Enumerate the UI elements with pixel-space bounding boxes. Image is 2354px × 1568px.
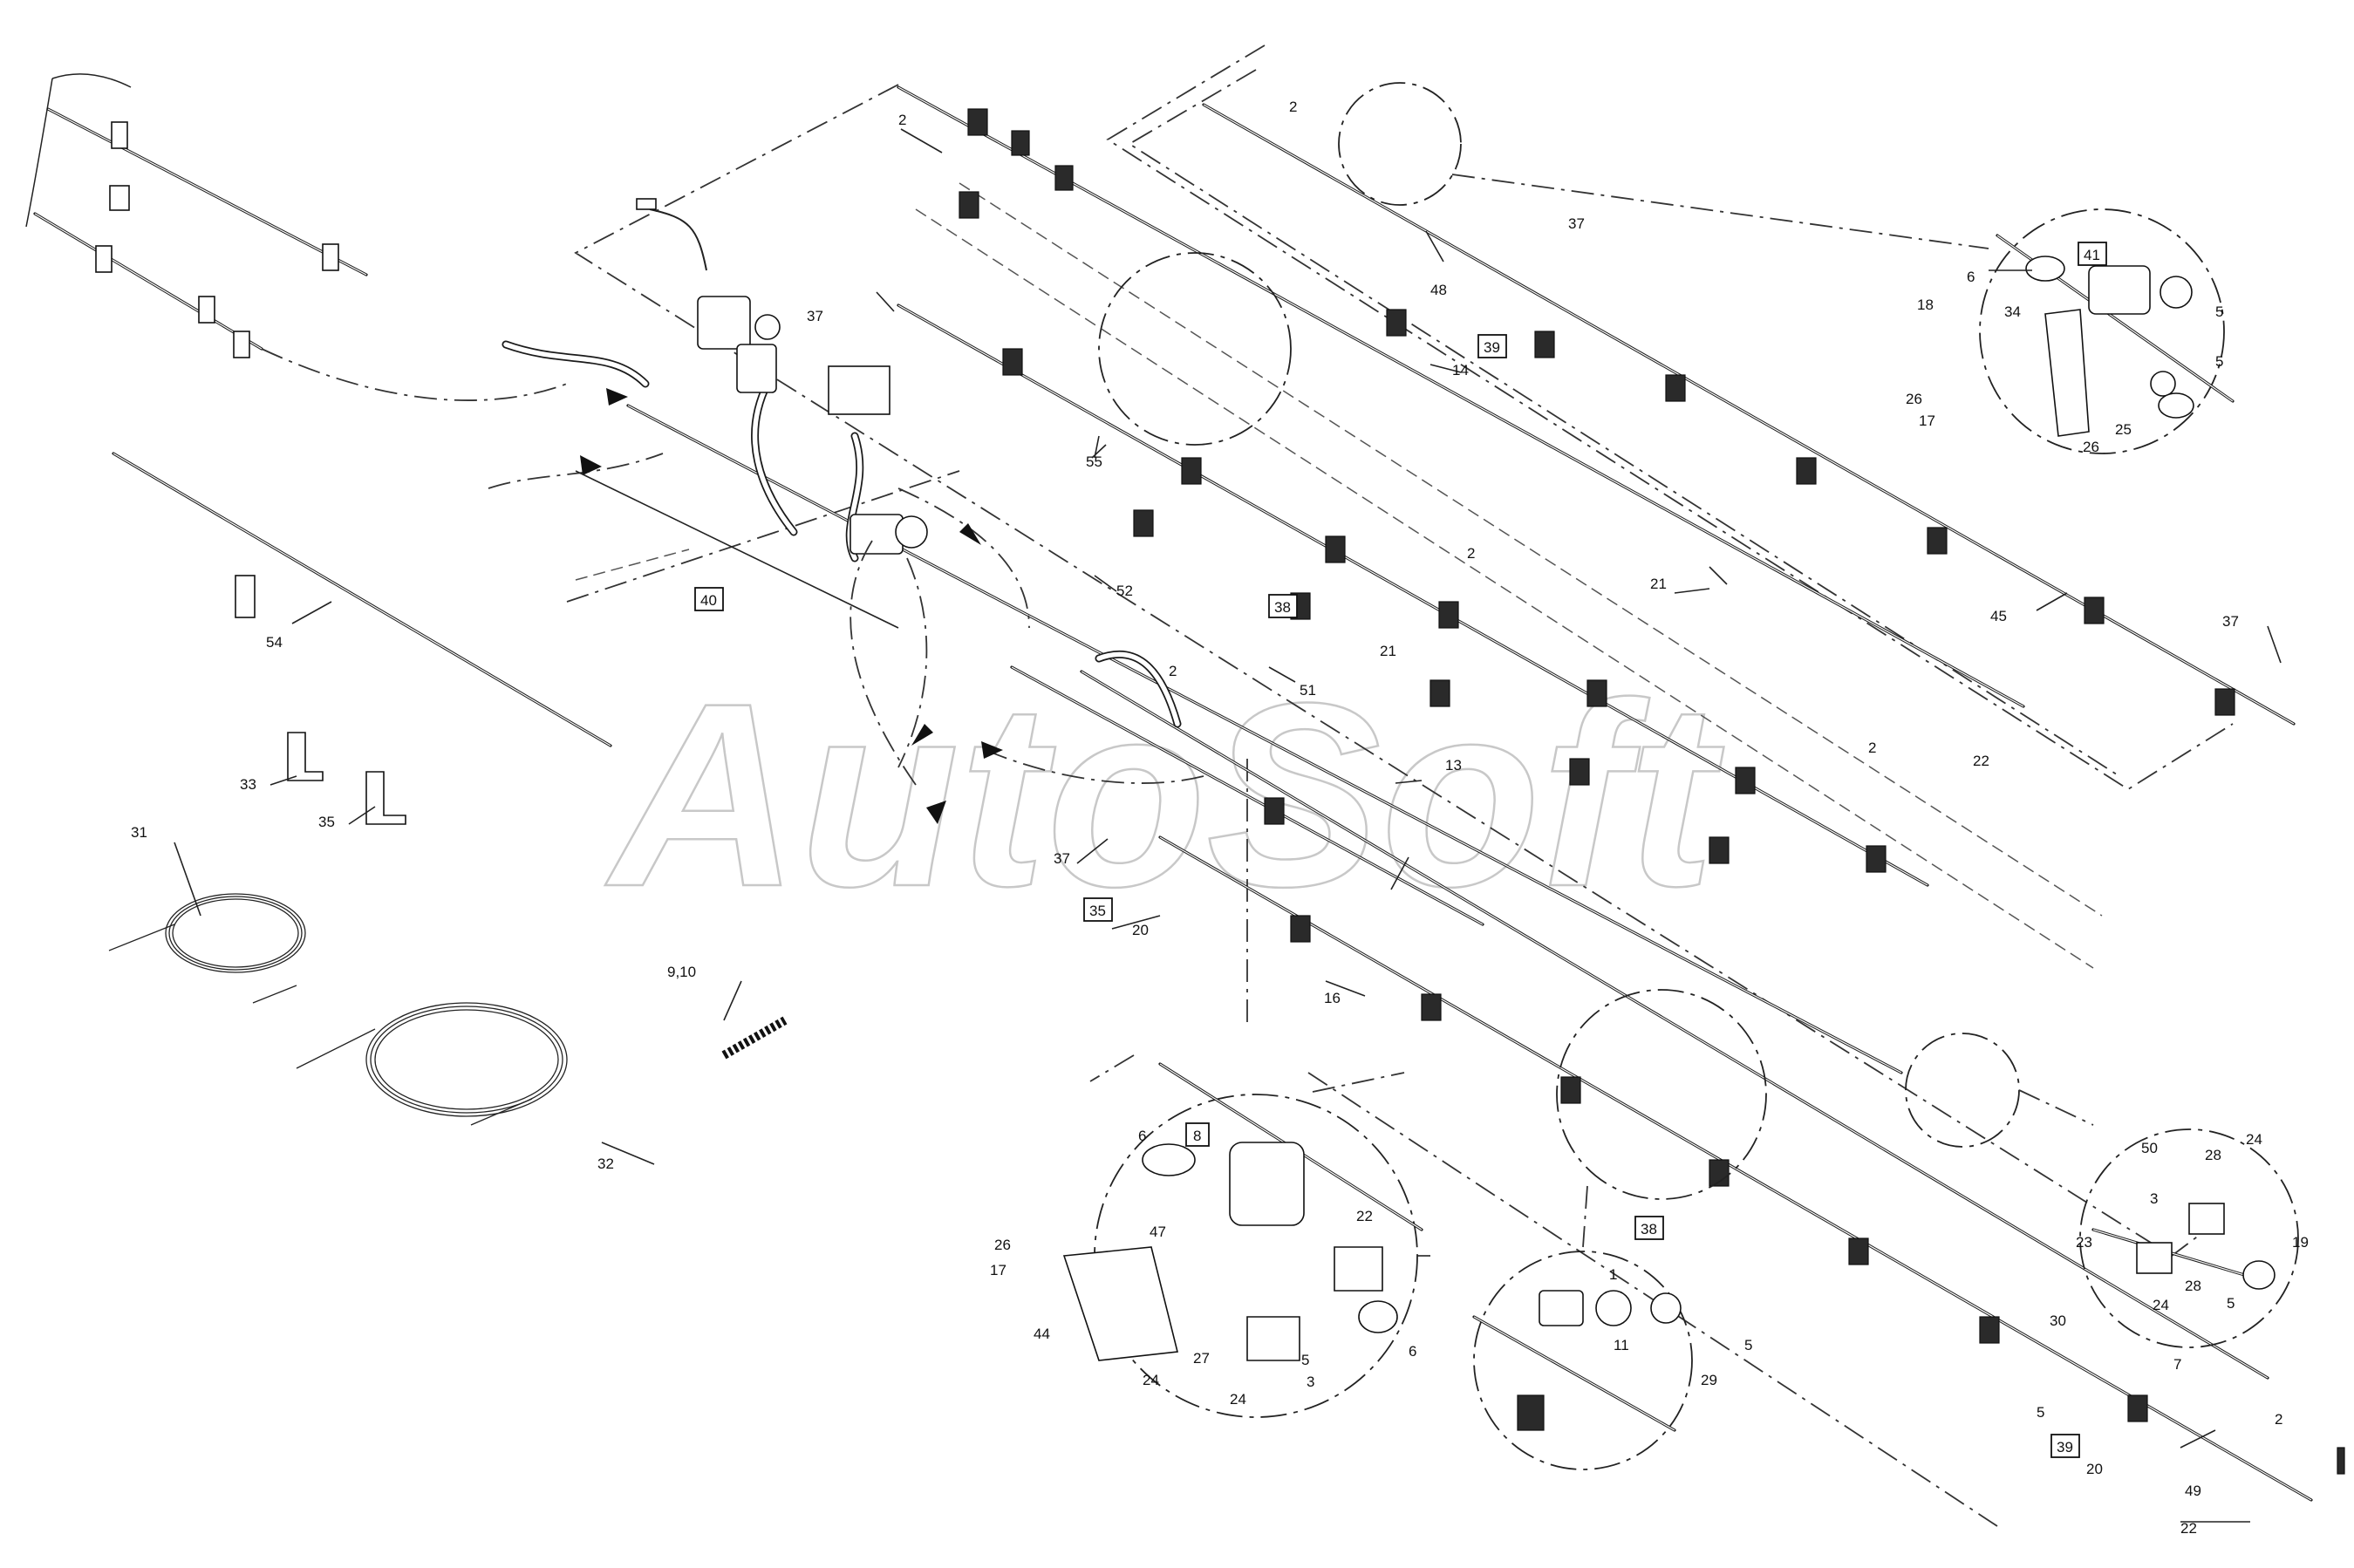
boxed-callout-41: 41 bbox=[2078, 242, 2107, 266]
svg-text:40: 40 bbox=[700, 592, 717, 609]
callout-48: 48 bbox=[1430, 282, 1447, 298]
boxed-callout-38: 38 bbox=[1268, 594, 1298, 618]
svg-text:39: 39 bbox=[2057, 1439, 2073, 1456]
callout-20: 20 bbox=[1132, 922, 1149, 938]
callout-25: 25 bbox=[2115, 421, 2132, 438]
callout-17: 17 bbox=[1919, 412, 1935, 429]
callout-2: 2 bbox=[1868, 740, 1876, 756]
callout-16: 16 bbox=[1324, 990, 1341, 1006]
callout-21: 21 bbox=[1380, 643, 1396, 659]
hose-coil-32 bbox=[296, 1002, 568, 1126]
callout-7: 7 bbox=[2173, 1356, 2181, 1373]
callout-28: 28 bbox=[2185, 1278, 2201, 1294]
leader-lines bbox=[174, 128, 2282, 1523]
boxed-callout-8: 8 bbox=[1185, 1122, 1210, 1147]
callout-24: 24 bbox=[2246, 1131, 2262, 1148]
callout-6: 6 bbox=[1967, 269, 1975, 285]
callout-9-10: 9,10 bbox=[667, 964, 696, 980]
boxed-callout-39: 39 bbox=[2050, 1434, 2080, 1458]
callout-26: 26 bbox=[2083, 439, 2099, 455]
callout-5: 5 bbox=[2037, 1404, 2044, 1421]
boxed-callouts: 40 39 38 35 38 39 41 8 bbox=[694, 242, 2107, 1458]
svg-text:8: 8 bbox=[1193, 1128, 1201, 1144]
svg-text:35: 35 bbox=[1089, 903, 1106, 919]
hose-coil-31 bbox=[108, 893, 306, 1004]
svg-text:38: 38 bbox=[1641, 1221, 1657, 1237]
callout-17: 17 bbox=[990, 1262, 1006, 1278]
loose-parts bbox=[108, 452, 788, 1126]
callout-49: 49 bbox=[2185, 1483, 2201, 1499]
callout-24: 24 bbox=[1143, 1372, 1159, 1388]
callout-19: 19 bbox=[2292, 1234, 2309, 1251]
callout-11: 11 bbox=[1614, 1337, 1629, 1353]
callout-24: 24 bbox=[1230, 1391, 1246, 1408]
callout-30: 30 bbox=[2050, 1312, 2066, 1329]
boxed-callout-35: 35 bbox=[1083, 897, 1113, 922]
boxed-callout-39: 39 bbox=[1477, 334, 1507, 358]
callout-52: 52 bbox=[1116, 583, 1133, 599]
left-boom-section bbox=[25, 73, 368, 358]
svg-text:41: 41 bbox=[2084, 247, 2100, 263]
control-valve-block bbox=[502, 198, 1182, 728]
callout-32: 32 bbox=[597, 1156, 614, 1172]
callout-5: 5 bbox=[2215, 303, 2223, 320]
main-boom-pipes bbox=[626, 85, 2313, 1502]
callout-5: 5 bbox=[1301, 1352, 1309, 1368]
callout-6: 6 bbox=[1138, 1128, 1146, 1144]
callout-5: 5 bbox=[2215, 353, 2223, 370]
callout-47: 47 bbox=[1150, 1224, 1166, 1240]
callout-2: 2 bbox=[898, 112, 906, 128]
callout-28: 28 bbox=[2205, 1147, 2221, 1163]
callout-26: 26 bbox=[1906, 391, 1922, 407]
flow-arrows bbox=[261, 348, 1204, 824]
callout-23: 23 bbox=[2076, 1234, 2092, 1251]
callout-22: 22 bbox=[1973, 753, 1989, 769]
callout-51: 51 bbox=[1300, 682, 1316, 699]
callout-14: 14 bbox=[1452, 362, 1469, 378]
callout-44: 44 bbox=[1034, 1326, 1050, 1342]
callout-37: 37 bbox=[1568, 215, 1585, 232]
callout-26: 26 bbox=[994, 1237, 1011, 1253]
callout-37: 37 bbox=[1054, 850, 1070, 867]
nozzle-bodies bbox=[959, 108, 2345, 1475]
callout-35: 35 bbox=[318, 814, 335, 830]
callout-2: 2 bbox=[1289, 99, 1297, 115]
callout-37: 37 bbox=[2222, 613, 2239, 630]
callout-2: 2 bbox=[1169, 663, 1177, 679]
svg-text:38: 38 bbox=[1274, 599, 1291, 616]
callout-2: 2 bbox=[2275, 1411, 2282, 1428]
callout-13: 13 bbox=[1445, 757, 1462, 774]
boxed-callout-40: 40 bbox=[694, 587, 724, 611]
callout-50: 50 bbox=[2141, 1140, 2158, 1156]
callout-27: 27 bbox=[1193, 1350, 1210, 1367]
callout-18: 18 bbox=[1917, 297, 1934, 313]
callout-34: 34 bbox=[2004, 303, 2021, 320]
callout-45: 45 bbox=[1990, 608, 2007, 624]
boxed-callout-38: 38 bbox=[1634, 1216, 1664, 1240]
callout-5: 5 bbox=[2227, 1295, 2235, 1312]
callout-29: 29 bbox=[1701, 1372, 1717, 1388]
callout-22: 22 bbox=[2180, 1520, 2197, 1537]
callout-22: 22 bbox=[1356, 1208, 1373, 1224]
callout-3: 3 bbox=[2150, 1190, 2158, 1207]
callout-2: 2 bbox=[1467, 545, 1475, 562]
callout-21: 21 bbox=[1650, 576, 1667, 592]
callout-24: 24 bbox=[2153, 1297, 2169, 1313]
boom-section-frames bbox=[566, 44, 2234, 1527]
callout-33: 33 bbox=[240, 776, 256, 793]
callout-3: 3 bbox=[1307, 1374, 1314, 1390]
callout-1: 1 bbox=[1609, 1266, 1617, 1283]
callout-31: 31 bbox=[131, 824, 147, 841]
callout-5: 5 bbox=[1744, 1337, 1752, 1353]
callout-55: 55 bbox=[1086, 453, 1102, 470]
callout-54: 54 bbox=[266, 634, 283, 651]
callout-37: 37 bbox=[807, 308, 823, 324]
callout-20: 20 bbox=[2086, 1461, 2103, 1477]
detail-parts bbox=[1062, 234, 2276, 1432]
callout-labels: 2 2 2 2 2 2 37 37 37 37 14 13 16 45 49 2… bbox=[131, 99, 2309, 1537]
callout-6: 6 bbox=[1409, 1343, 1416, 1360]
svg-text:39: 39 bbox=[1484, 339, 1500, 356]
